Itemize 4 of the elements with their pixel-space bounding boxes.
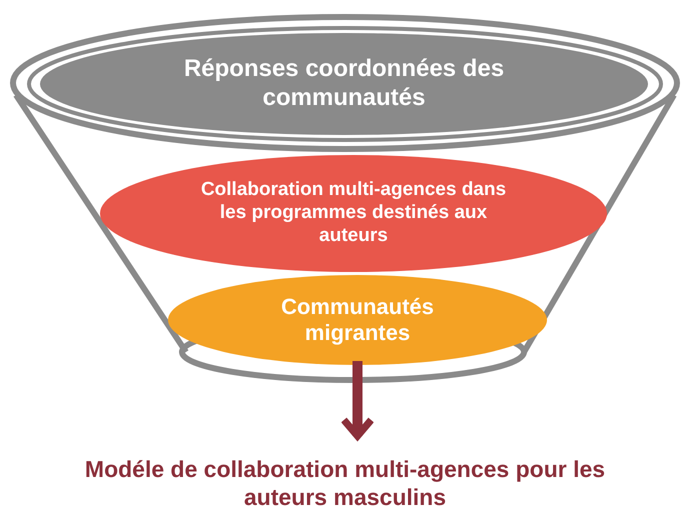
- outcome-text: Modéle de collaboration multi-agences pour les auteurs masculins: [84, 456, 606, 512]
- funnel-layer-ellipse: Collaboration multi-agences dans les programmes destinés aux auteurs: [100, 155, 607, 272]
- funnel-layer-ellipse: Communautés migrantes: [168, 275, 547, 365]
- down-arrow: [340, 361, 375, 440]
